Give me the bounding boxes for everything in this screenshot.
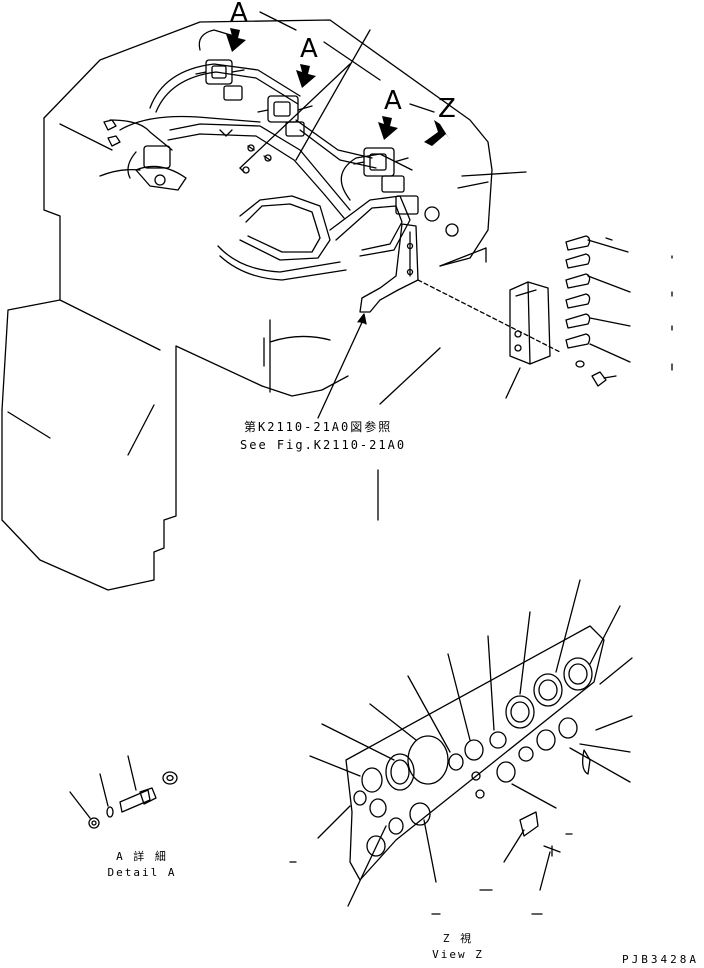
callout-label-a-1: A: [230, 0, 248, 28]
injector-cluster-2: [257, 95, 313, 137]
callout-label-z: Z: [438, 94, 456, 124]
relay-fasteners: [575, 360, 617, 387]
arrow-z: [424, 120, 450, 146]
reference-label-en: See Fig.K2110-21A0: [240, 438, 407, 452]
arrow-a-1: [226, 28, 246, 52]
injector-cluster-1: [195, 59, 245, 101]
callout-label-a-2: A: [300, 34, 318, 64]
arrow-a-3: [378, 116, 398, 140]
view-z-title-en: View Z: [432, 948, 484, 961]
reference-label-jp: 第K2110-21A0図参照: [244, 420, 393, 434]
callout-leaders: [239, 11, 435, 169]
wiring-harness: [99, 29, 413, 281]
arrow-a-2: [296, 64, 316, 88]
view-z-leaders: [289, 579, 633, 915]
detail-a-title-jp: A 詳 細: [116, 850, 168, 863]
leader-bracket-ref: [317, 279, 561, 521]
engine-body-outline: [1, 19, 527, 591]
callout-label-a-3: A: [384, 86, 402, 116]
detail-a-title-en: Detail A: [107, 866, 177, 879]
detail-a-parts: [69, 755, 178, 829]
drawing-code: PJB3428A: [622, 953, 699, 966]
mounting-bracket: [359, 223, 419, 313]
view-z-panel: [345, 625, 605, 881]
view-z-title-jp: Z 視: [442, 932, 474, 945]
injector-cluster-3: [353, 147, 419, 215]
relay-box: [505, 281, 551, 399]
sensor-cluster-left: [135, 145, 187, 191]
relay-pins: [565, 235, 673, 371]
